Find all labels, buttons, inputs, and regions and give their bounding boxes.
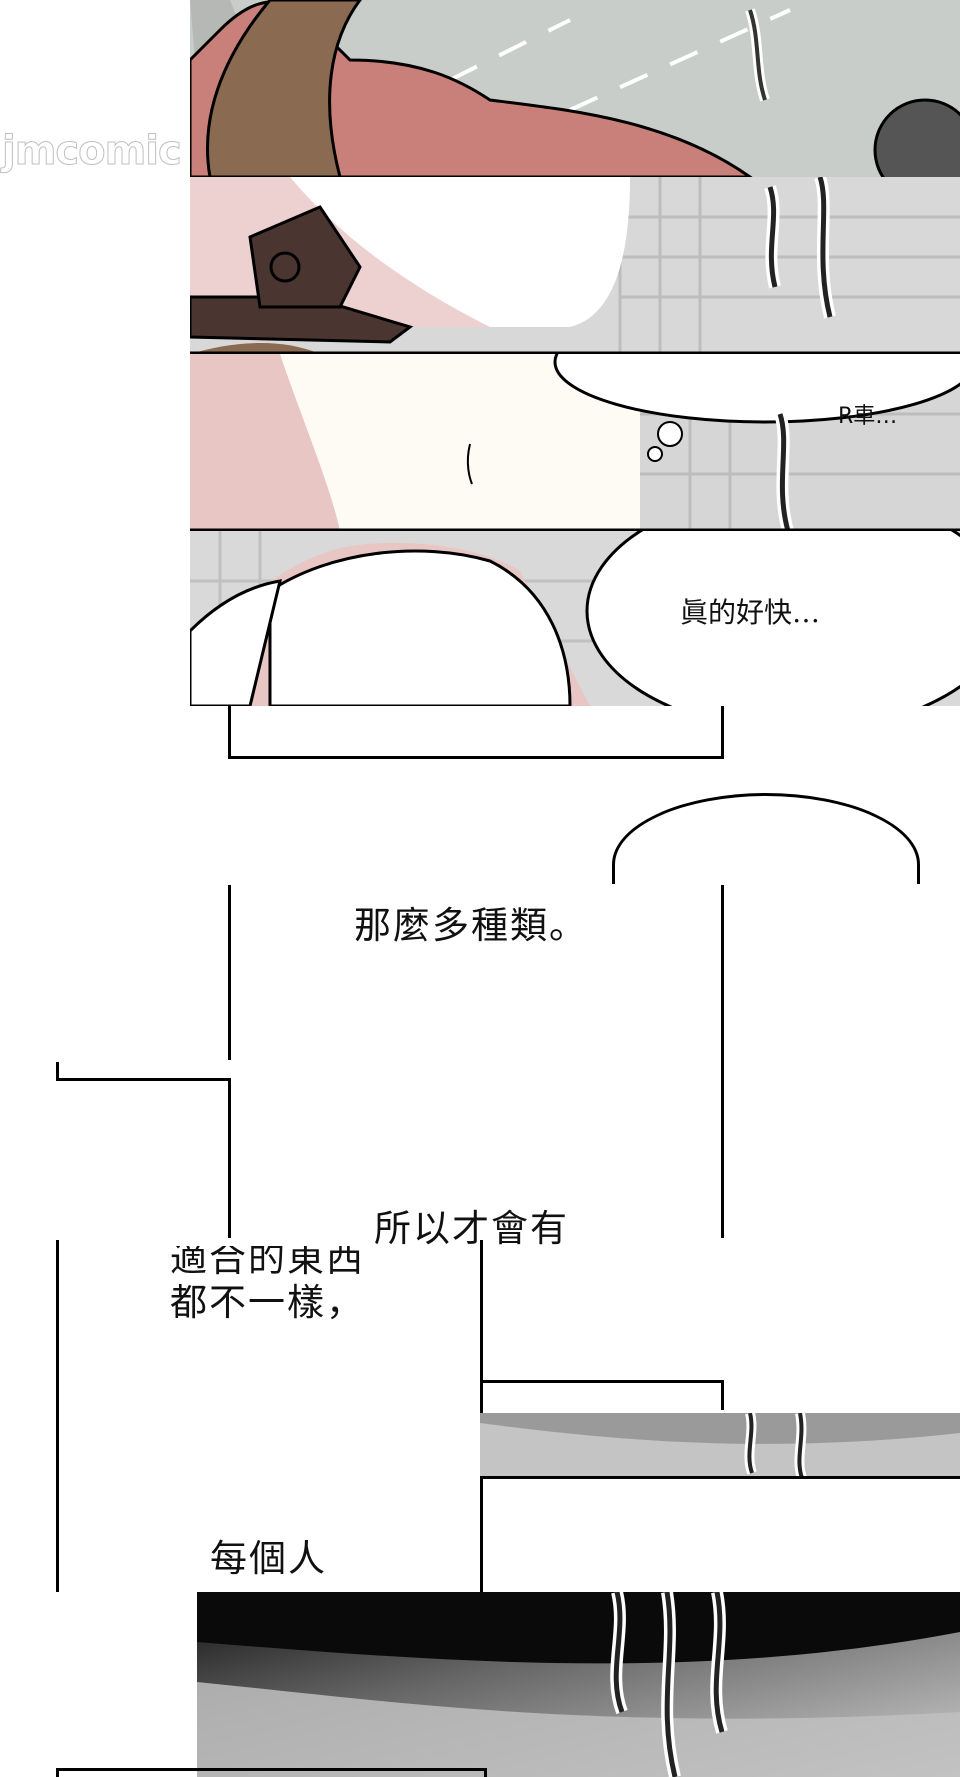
narration-line-2: 所以才會有 (374, 1207, 569, 1250)
panel-motion-blur (197, 1592, 960, 1777)
watermark-logo: jmcomic (2, 128, 183, 175)
frame-line (228, 1078, 231, 1238)
thought-bubble-text: R車… (838, 404, 898, 429)
panel-head-back-art (190, 531, 960, 706)
narration-line-5: 每個人 (210, 1537, 327, 1580)
frame-line (56, 1768, 486, 1771)
narration-line-3: 適合的東西 (170, 1237, 365, 1280)
panel-helmet-street (190, 177, 960, 354)
panel-head-back: 眞的好快… (190, 531, 960, 706)
frame-line (56, 1062, 59, 1080)
panel-road-hair (190, 0, 960, 177)
frame-line (56, 1768, 59, 1777)
speech-bubble-text: 眞的好快… (680, 596, 821, 629)
frame-line (56, 1078, 231, 1081)
frame-line (721, 1380, 724, 1410)
frame-line (228, 706, 231, 758)
narration-line-1: 那麼多種類。 (354, 904, 588, 947)
bubble-mask (600, 884, 960, 944)
panel-helmet-street-art (190, 177, 960, 354)
panel-road-hair-art (190, 0, 960, 177)
panel-motion-blur-art (197, 1592, 960, 1777)
frame-line (721, 885, 724, 1238)
panel-grey-strip-art (480, 1413, 960, 1478)
frame-line (228, 756, 724, 759)
frame-line (721, 706, 724, 758)
frame-line (484, 1768, 487, 1777)
frame-line (480, 1380, 724, 1383)
panel-face-closeup-art (190, 354, 960, 531)
frame-line (228, 885, 231, 1060)
narration-line-4: 都不一樣， (170, 1281, 365, 1324)
frame-line (56, 1240, 59, 1592)
panel-grey-strip (480, 1413, 960, 1478)
panel-face-closeup: R車… (190, 354, 960, 531)
frame-line (480, 1476, 960, 1479)
